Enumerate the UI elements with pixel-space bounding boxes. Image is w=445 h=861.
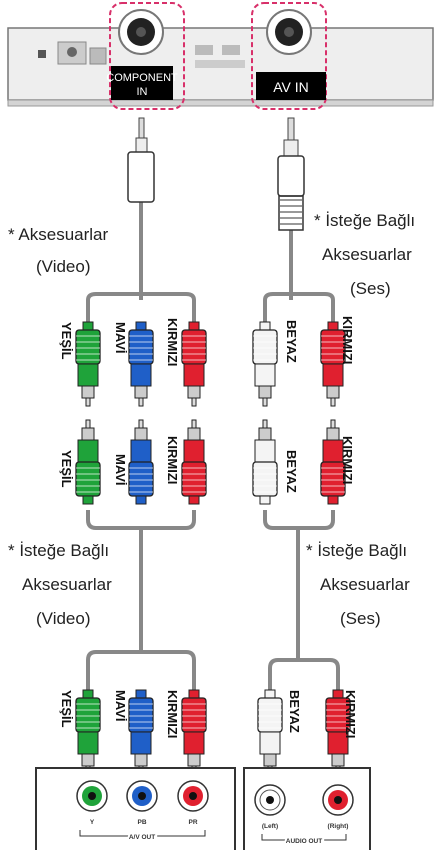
component-in-highlight [109,2,185,110]
label-optional-video-1: * İsteğe Bağlı [8,541,109,560]
white-connector: BEYAZ [252,320,299,407]
red-connector: KIRMIZI [165,689,207,775]
source-panel-av-out: Y PB PR A/V OUT [35,767,236,850]
right-minijack-plug [277,117,305,231]
white-connector-label: BEYAZ [284,320,299,363]
blue-connector: MAVİ [113,689,154,775]
component-in-label-box [111,66,173,100]
component-in-label-2: IN [137,86,148,98]
label-optional-video-3: (Video) [36,609,91,628]
port-right-label: (Right) [328,823,349,830]
port-pb-label: PB [137,819,146,826]
port-pr-label: PR [188,819,197,826]
source-panel-audio-out: (Left) (Right) AUDIO OUT [243,767,371,850]
red-connector: KIRMIZI [320,419,355,505]
left-minijack-plug [127,117,155,203]
audio-out-caption: AUDIO OUT [286,838,323,845]
label-optional-audio-3: (Ses) [350,279,391,298]
red-connector: KIRMIZI [325,689,358,775]
red-connector: KIRMIZI [320,316,355,407]
av-in-label-box [256,72,326,100]
cables [86,200,340,690]
red-connector-label: KIRMIZI [343,690,358,738]
projector-device: COMPONENT IN AV IN [7,2,434,110]
cable-left-split-bottom [86,650,196,690]
green-connector-label: YEŞİL [59,450,74,488]
label-optional-audio2-1: * İsteğe Bağlı [306,541,407,560]
green-connector-label: YEŞİL [59,690,74,728]
label-optional-audio-1: * İsteğe Bağlı [314,211,415,230]
white-connector: BEYAZ [257,689,302,775]
white-connector: BEYAZ [252,419,299,505]
blue-connector-label: MAVİ [113,690,128,722]
device-bottom [7,99,434,107]
av-in-label: AV IN [273,79,309,95]
red-connector-label: KIRMIZI [340,436,355,484]
port-y-label: Y [90,819,95,826]
cable-left-split-mid [86,510,196,530]
blue-connector-label: MAVİ [113,454,128,486]
hdmi-port-icon [222,45,240,55]
port-icon [89,47,107,65]
red-connector-label: KIRMIZI [165,690,180,738]
green-connector: YEŞİL [59,321,101,407]
red-connector: KIRMIZI [165,419,207,505]
cable-left-split-top [86,292,196,322]
blue-connector: MAVİ [113,321,154,407]
cable-right-split-bottom [268,658,340,690]
red-connector-label: KIRMIZI [340,316,355,364]
label-optional-audio-2: Aksesuarlar [322,245,412,264]
white-connector-label: BEYAZ [284,450,299,493]
rca-connectors: YEŞİL MAVİ KIRMIZI BEYAZ KIRMIZI YEŞİL MAVİ KIR… [59,316,358,775]
green-connector: YEŞİL [59,689,101,775]
white-connector-label: BEYAZ [287,690,302,733]
blue-connector: MAVİ [113,419,154,505]
dc-in-icon [67,47,77,57]
port-strip [195,60,245,68]
green-connector-label: YEŞİL [59,322,74,360]
label-optional-audio2-3: (Ses) [340,609,381,628]
green-connector: YEŞİL [59,419,101,505]
red-connector-label: KIRMIZI [165,318,180,366]
red-connector: KIRMIZI [165,318,207,407]
lock-icon [38,50,46,58]
av-out-caption: A/V OUT [129,834,155,841]
cable-right-split-top [263,292,335,322]
component-in-label-1: COMPONENT [106,72,178,84]
av-in-highlight [251,2,327,110]
label-optional-video-2: Aksesuarlar [22,575,112,594]
label-accessories-video-2: (Video) [36,257,91,276]
label-accessories-video-1: * Aksesuarlar [8,225,108,244]
blue-connector-label: MAVİ [113,322,128,354]
cable-right-split-mid [263,510,335,530]
port-left-label: (Left) [262,823,278,830]
hdmi-port-icon [195,45,213,55]
label-optional-audio2-2: Aksesuarlar [320,575,410,594]
red-connector-label: KIRMIZI [165,436,180,484]
